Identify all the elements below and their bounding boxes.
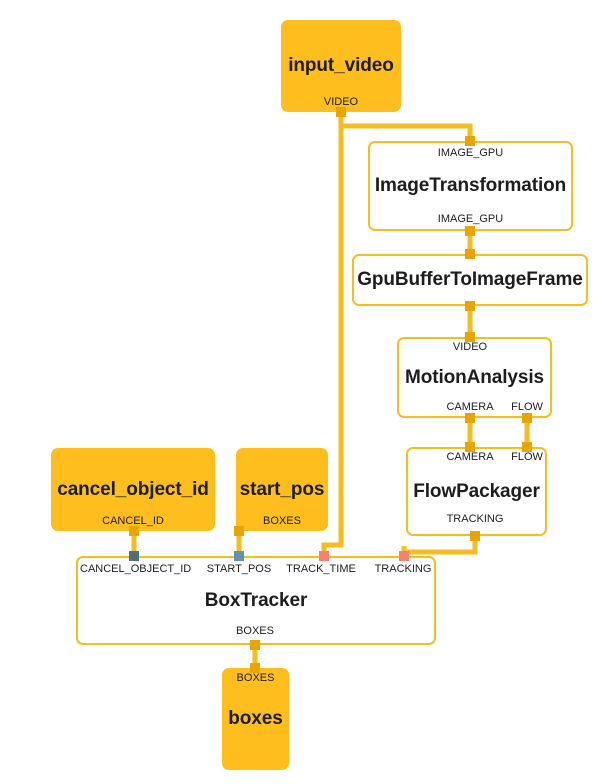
port-label-motion-flow-out: FLOW — [511, 401, 543, 413]
edge-input_video-to-imagetransformation — [338, 112, 473, 141]
connector-image_transformation-image_gpu-out[interactable] — [465, 226, 475, 236]
connector-gpu_buffer_to_image_frame-in[interactable] — [465, 249, 475, 259]
port-label-flow-flow-in: FLOW — [511, 451, 543, 463]
node-gpu_buffer_to_image_frame[interactable]: GpuBufferToImageFrame — [352, 254, 588, 306]
connector-cancel_object_id-cancel_id-out[interactable] — [129, 526, 139, 536]
connector-motion_analysis-flow-out[interactable] — [522, 413, 532, 423]
port-label-image_gpu-out: IMAGE_GPU — [437, 212, 504, 225]
node-image_transformation-output-ports: IMAGE_GPU — [370, 213, 571, 225]
port-label-bt-boxes-out: BOXES — [236, 625, 274, 637]
node-start_pos[interactable]: start_pos BOXES — [236, 448, 328, 531]
connector-box_tracker-tracking-in[interactable] — [399, 551, 409, 561]
connector-start_pos-boxes-out[interactable] — [234, 526, 244, 536]
node-box_tracker-title: BoxTracker — [204, 589, 308, 611]
connector-image_transformation-image_gpu-in[interactable] — [465, 136, 475, 146]
node-flow_packager[interactable]: FlowPackager — [406, 447, 547, 536]
connector-box_tracker-start_pos-in[interactable] — [234, 551, 244, 561]
connector-boxes-in[interactable] — [250, 663, 260, 673]
port-label-bt-tracking: TRACKING — [374, 563, 432, 575]
node-boxes-title: boxes — [228, 708, 283, 730]
port-label-flow-tracking-out: TRACKING — [446, 513, 504, 525]
node-boxes[interactable]: BOXES boxes — [222, 668, 289, 770]
port-label-motion-camera-out: CAMERA — [446, 401, 494, 413]
node-input_video[interactable]: input_video VIDEO — [281, 20, 401, 112]
connector-gpu_buffer_to_image_frame-out[interactable] — [465, 301, 475, 311]
node-cancel_object_id-title: cancel_object_id — [57, 478, 209, 500]
port-label-image_gpu-in: IMAGE_GPU — [437, 147, 504, 159]
connector-flow_packager-camera-in[interactable] — [465, 442, 475, 452]
node-image_transformation[interactable]: IMAGE_GPU ImageTransformation IMAGE_GPU — [368, 141, 573, 231]
port-label-flow-camera-in: CAMERA — [446, 451, 494, 463]
connector-flow_packager-flow-in[interactable] — [522, 442, 532, 452]
connector-box_tracker-track_time-in[interactable] — [319, 551, 329, 561]
node-flow_packager-title: FlowPackager — [413, 480, 540, 502]
node-cancel_object_id[interactable]: cancel_object_id CANCEL_ID — [51, 448, 215, 531]
node-motion_analysis-title: MotionAnalysis — [404, 366, 544, 388]
node-image_transformation-input-ports: IMAGE_GPU — [370, 147, 571, 159]
connector-input_video-video-out[interactable] — [336, 107, 346, 117]
connector-motion_analysis-camera-out[interactable] — [465, 413, 475, 423]
port-label-bt-track_time: TRACK_TIME — [286, 563, 356, 575]
port-label-boxes-in: BOXES — [236, 672, 275, 684]
node-start_pos-title: start_pos — [239, 478, 325, 500]
node-box_tracker[interactable]: BoxTracker — [76, 556, 436, 645]
node-start_pos-output-ports: BOXES — [236, 515, 328, 527]
node-gpu_buffer_to_image_frame-title: GpuBufferToImageFrame — [357, 269, 583, 291]
node-image_transformation-title: ImageTransformation — [374, 175, 567, 197]
connector-motion_analysis-video-in[interactable] — [465, 332, 475, 342]
connector-box_tracker-cancel_object_id-in[interactable] — [129, 551, 139, 561]
node-input_video-title: input_video — [288, 55, 394, 77]
port-label-bt-cancel_object_id: CANCEL_OBJECT_ID — [80, 563, 192, 575]
port-label-bt-start_pos: START_POS — [206, 563, 272, 575]
port-label-start_pos-boxes: BOXES — [263, 514, 301, 527]
connector-box_tracker-boxes-out[interactable] — [250, 640, 260, 650]
connector-flow_packager-tracking-out[interactable] — [470, 531, 480, 541]
edge-flowpackager-to-boxtracker-tracking — [404, 536, 478, 555]
node-boxes-input-ports: BOXES — [222, 672, 289, 684]
port-label-motion-video-in: VIDEO — [452, 341, 488, 353]
